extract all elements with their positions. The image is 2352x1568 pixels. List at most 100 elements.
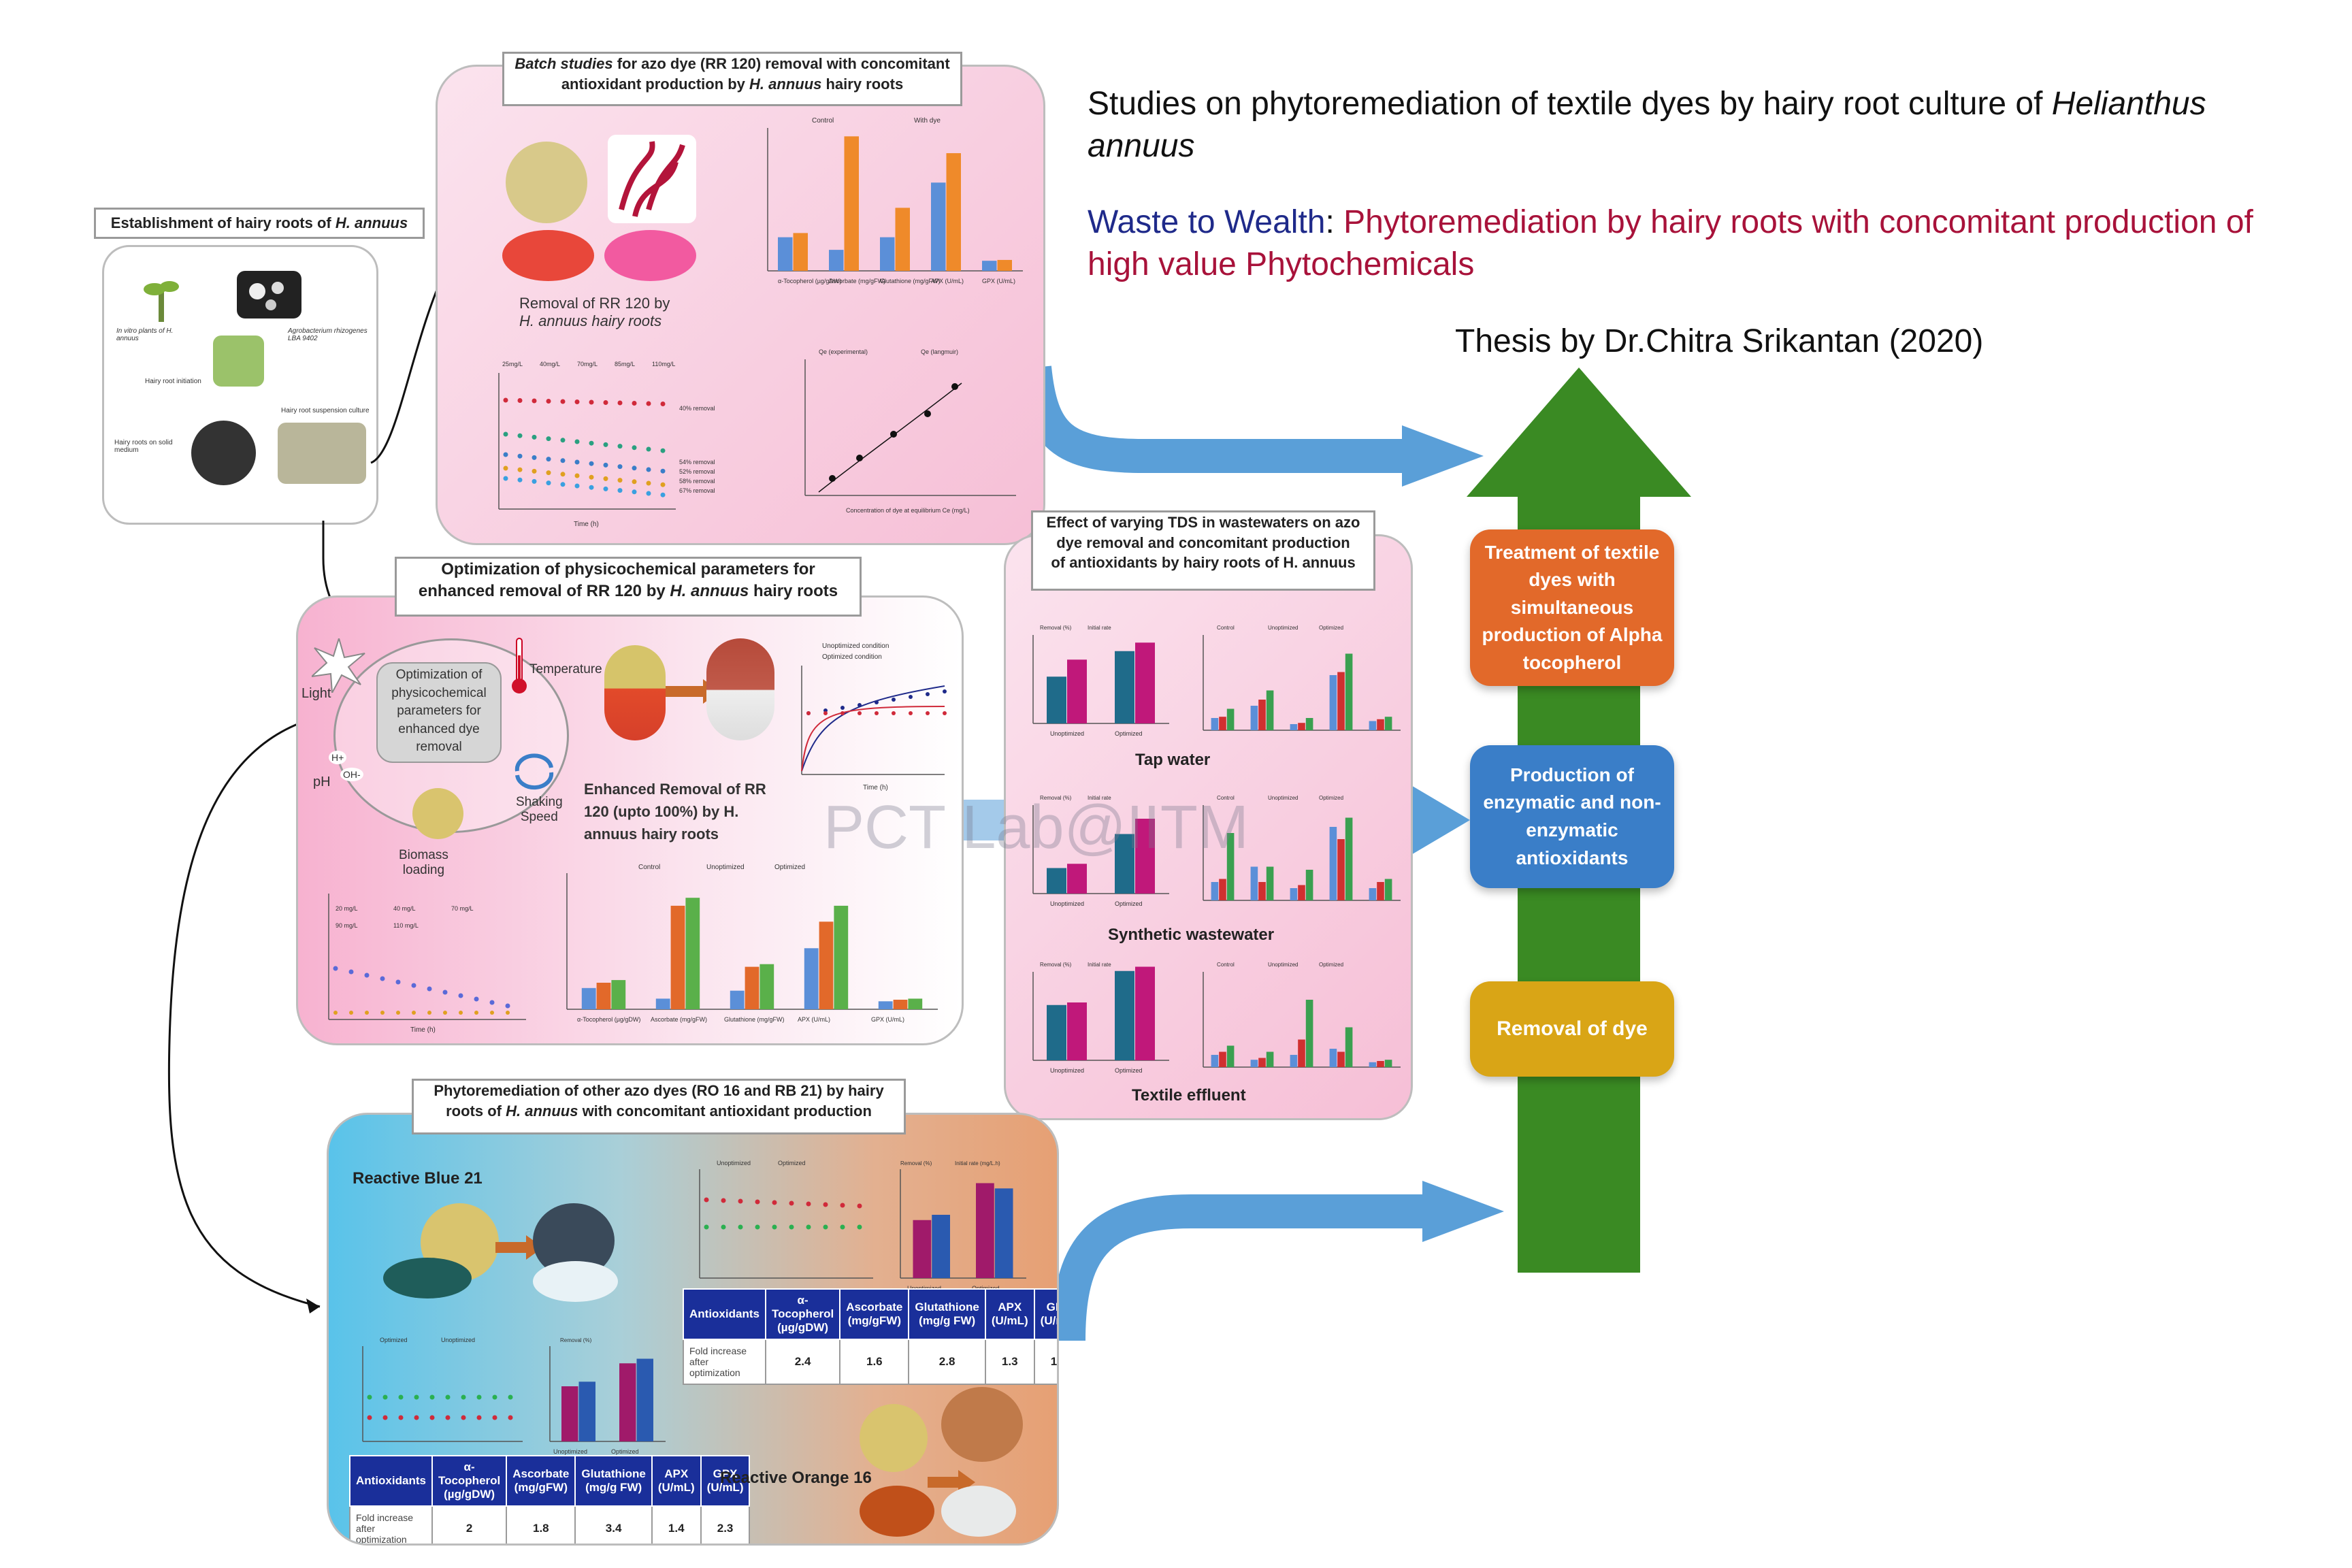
oh-ion-label: OH- <box>340 768 363 781</box>
bar <box>636 1358 653 1441</box>
data-point <box>574 459 580 465</box>
data-point <box>461 1415 466 1420</box>
bar <box>1305 718 1313 730</box>
legend-item: Unoptimized <box>706 864 745 871</box>
bar <box>1067 1002 1087 1060</box>
data-point <box>943 711 947 715</box>
data-point <box>476 1415 482 1420</box>
x-tick-label: APX (U/mL) <box>798 1016 830 1023</box>
data-point <box>840 1224 845 1230</box>
blue-arrow-top <box>1021 365 1484 487</box>
legend-with-dye: With dye <box>914 117 941 125</box>
data-point <box>789 1224 794 1230</box>
bar <box>1290 888 1298 900</box>
bar <box>1266 690 1274 730</box>
bar <box>1377 882 1384 900</box>
data-point <box>603 476 608 481</box>
line-label: 40% removal <box>679 405 715 412</box>
bar <box>561 1386 578 1441</box>
main-title: Studies on phytoremediation of textile d… <box>1088 86 2206 165</box>
x-tick-label: Glutathione (mg/gFW) <box>724 1016 785 1023</box>
data-point <box>632 479 637 485</box>
bar <box>1345 817 1353 900</box>
data-point <box>560 438 566 443</box>
data-point <box>380 976 385 981</box>
data-point <box>445 1394 451 1400</box>
legend-item: Removal (%) <box>560 1337 592 1343</box>
data-point <box>857 1203 862 1209</box>
data-point <box>840 711 845 715</box>
data-point <box>858 711 862 715</box>
box-antioxidants: Production of enzymatic and non- enzymat… <box>1470 745 1674 888</box>
bar <box>1329 827 1337 900</box>
bar <box>804 948 819 1009</box>
data-point <box>574 399 580 404</box>
x-axis-label: Time (h) <box>410 1026 436 1034</box>
legend-item: 110mg/L <box>652 361 675 368</box>
data-point <box>517 467 523 472</box>
ro16-orange-roots <box>941 1387 1023 1462</box>
data-point <box>503 431 508 437</box>
legend-item: Removal (%) <box>1040 795 1072 801</box>
bar <box>1329 1049 1337 1067</box>
legend-item: Initial rate (mg/L.h) <box>955 1160 1000 1166</box>
bar <box>931 182 946 271</box>
data-point <box>459 1011 463 1015</box>
bar <box>1384 717 1392 730</box>
data-point <box>532 478 537 484</box>
data-point <box>532 398 537 404</box>
x-axis-label: Concentration of dye at equilibrium Ce (… <box>846 507 970 514</box>
bar <box>819 921 834 1009</box>
optimized-line <box>801 706 945 772</box>
bar <box>1298 885 1305 900</box>
ro16-root-photo <box>860 1404 928 1472</box>
data-point <box>857 1224 862 1230</box>
bar <box>1211 718 1219 730</box>
ro16-clear-flask <box>941 1486 1016 1537</box>
box-treatment: Treatment of textile dyes with simultane… <box>1470 529 1674 686</box>
data-point <box>589 440 594 446</box>
rb21-clear-flask <box>533 1261 618 1302</box>
bar <box>982 261 997 271</box>
bar <box>1258 700 1266 730</box>
legend-item: Removal (%) <box>900 1160 932 1166</box>
data-point <box>909 695 913 699</box>
x-tick-label: GPX (U/mL) <box>871 1016 904 1023</box>
data-point <box>721 1198 726 1203</box>
bar <box>1337 839 1345 900</box>
data-point <box>738 1198 743 1204</box>
synthetic-label: Synthetic wastewater <box>1108 926 1275 944</box>
x-tick-label: α-Tocopherol (µg/gDW) <box>778 278 841 284</box>
data-point <box>398 1394 404 1400</box>
bar <box>1329 675 1337 730</box>
data-point <box>660 468 666 474</box>
data-point <box>367 1415 372 1420</box>
bar <box>730 990 745 1009</box>
bar <box>1135 966 1155 1060</box>
bar <box>1377 1061 1384 1067</box>
data-point <box>412 1011 416 1015</box>
bar <box>745 966 760 1009</box>
data-point <box>546 457 551 462</box>
batch-panel: Removal of RR 120 by H. annuus hairy roo… <box>436 65 1045 545</box>
data-point <box>476 1394 482 1400</box>
rb21-teal-flask <box>383 1258 472 1298</box>
data-point <box>429 1415 435 1420</box>
bar <box>778 237 793 271</box>
legend-item: Optimized <box>1319 962 1343 968</box>
data-point <box>660 448 666 453</box>
data-point <box>461 1394 466 1400</box>
batch-title: Batch studies for azo dye (RR 120) remov… <box>502 52 962 106</box>
bar <box>1250 866 1258 900</box>
data-point <box>458 993 463 998</box>
data-point <box>546 399 551 404</box>
bar <box>793 233 808 271</box>
bar <box>994 1188 1013 1278</box>
ro16-antioxidant-table: Antioxidants α- Tocopherol (µg/gDW) Asco… <box>683 1288 1057 1385</box>
